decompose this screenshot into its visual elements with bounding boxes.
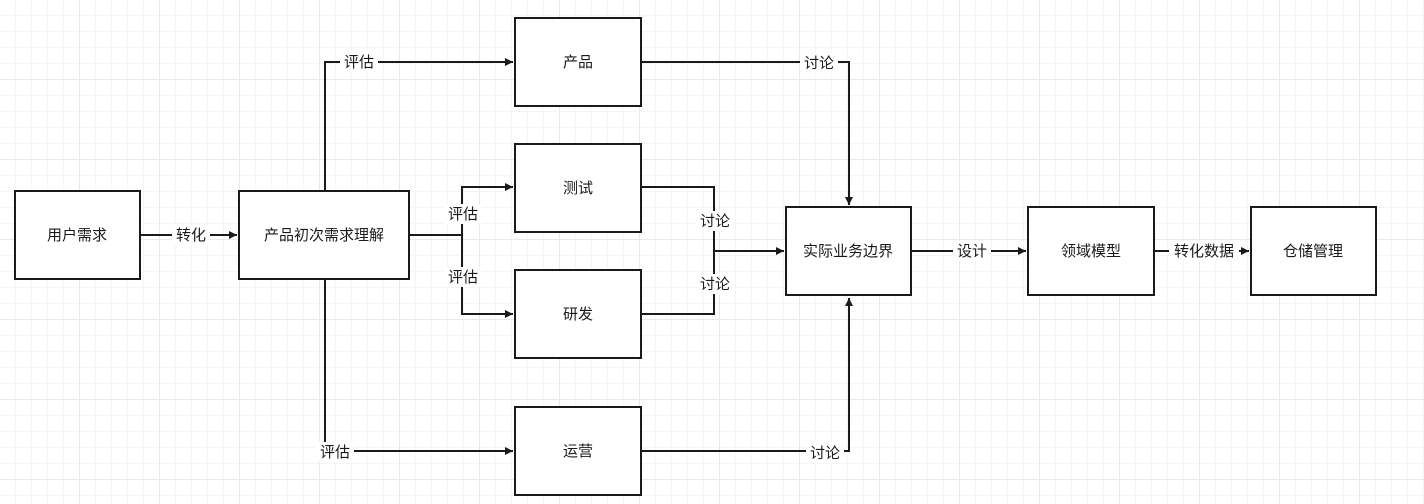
node-storage-label: 仓储管理: [1283, 242, 1343, 260]
label-eval-ops-text: 评估: [320, 443, 350, 461]
node-domain-model-label: 领域模型: [1061, 242, 1121, 260]
label-eval-product: 评估: [340, 52, 378, 72]
label-convert-data: 转化数据: [1169, 241, 1239, 261]
node-product[interactable]: 产品: [514, 17, 642, 107]
label-convert-text: 转化: [176, 226, 206, 244]
node-ops-label: 运营: [563, 442, 593, 460]
node-initial-understanding[interactable]: 产品初次需求理解: [238, 190, 410, 280]
label-discuss-product-text: 讨论: [804, 54, 834, 72]
edge-understanding-to-product: [324, 58, 513, 190]
label-convert-data-text: 转化数据: [1174, 242, 1234, 260]
node-ops[interactable]: 运营: [514, 406, 642, 496]
edge-understanding-to-dev: [461, 235, 513, 318]
edge-ops-to-boundary: [641, 298, 853, 452]
label-eval-test-text: 评估: [448, 205, 478, 223]
label-eval-test: 评估: [444, 204, 482, 224]
nodes: 用户需求 产品初次需求理解 产品 测试 研发 运营 实际业务边界 领域模型: [14, 17, 1377, 496]
label-eval-product-text: 评估: [344, 53, 374, 71]
node-business-boundary[interactable]: 实际业务边界: [785, 206, 912, 296]
label-discuss-test-text: 讨论: [700, 212, 730, 230]
node-initial-understanding-label: 产品初次需求理解: [264, 226, 384, 244]
label-eval-dev-text: 评估: [448, 268, 478, 286]
node-business-boundary-label: 实际业务边界: [803, 242, 893, 260]
node-user-need-label: 用户需求: [47, 226, 107, 244]
edge-dev-merge: [641, 251, 715, 315]
label-discuss-dev-text: 讨论: [700, 275, 730, 293]
label-convert: 转化: [172, 225, 210, 245]
node-dev[interactable]: 研发: [514, 269, 642, 359]
node-test-label: 测试: [563, 179, 593, 197]
label-discuss-ops: 讨论: [806, 443, 844, 463]
label-discuss-test: 讨论: [696, 211, 734, 231]
label-eval-dev: 评估: [444, 267, 482, 287]
edge-product-to-boundary: [641, 61, 853, 205]
node-storage[interactable]: 仓储管理: [1250, 206, 1377, 296]
node-user-need[interactable]: 用户需求: [14, 190, 141, 280]
label-eval-ops: 评估: [316, 442, 354, 462]
label-discuss-product: 讨论: [800, 53, 838, 73]
node-test[interactable]: 测试: [514, 143, 642, 233]
node-dev-label: 研发: [563, 305, 593, 323]
label-discuss-dev: 讨论: [696, 274, 734, 294]
edge-understanding-to-ops: [324, 280, 513, 455]
label-design: 设计: [953, 241, 991, 261]
edge-labels: 转化 评估 评估 评估 评估 讨论 讨论 讨论: [172, 52, 1239, 463]
label-discuss-ops-text: 讨论: [810, 444, 840, 462]
node-domain-model[interactable]: 领域模型: [1027, 206, 1155, 296]
node-product-label: 产品: [563, 53, 593, 71]
label-design-text: 设计: [957, 242, 987, 260]
